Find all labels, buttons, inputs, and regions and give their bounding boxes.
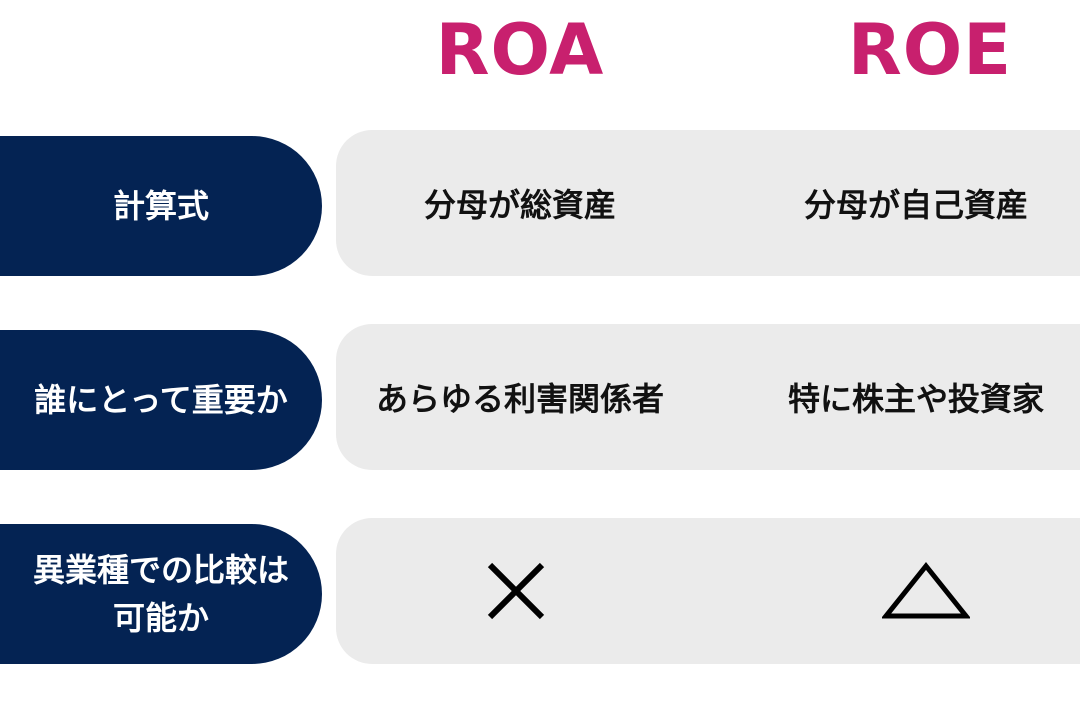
roa-formula-text: 分母が総資産 [423, 186, 616, 224]
cross-mark-icon [466, 518, 566, 664]
row-cell-formula: 分母が総資産 分母が自己資産 [336, 130, 1080, 276]
row-label-importance: 誰にとって重要か [0, 330, 322, 470]
row-label-cross-industry: 異業種での比較は 可能か [0, 524, 322, 664]
roe-formula-text: 分母が自己資産 [803, 186, 1028, 224]
row-label-formula: 計算式 [0, 136, 322, 276]
triangle-mark-icon [876, 518, 976, 664]
roa-importance-text: あらゆる利害関係者 [375, 380, 664, 418]
roe-importance-text: 特に株主や投資家 [787, 380, 1044, 418]
row-cell-importance: あらゆる利害関係者 特に株主や投資家 [336, 324, 1080, 470]
row-cell-cross-industry [336, 518, 1080, 664]
roe-column-header: ROE [847, 9, 1013, 91]
roa-column-header: ROA [435, 9, 605, 91]
